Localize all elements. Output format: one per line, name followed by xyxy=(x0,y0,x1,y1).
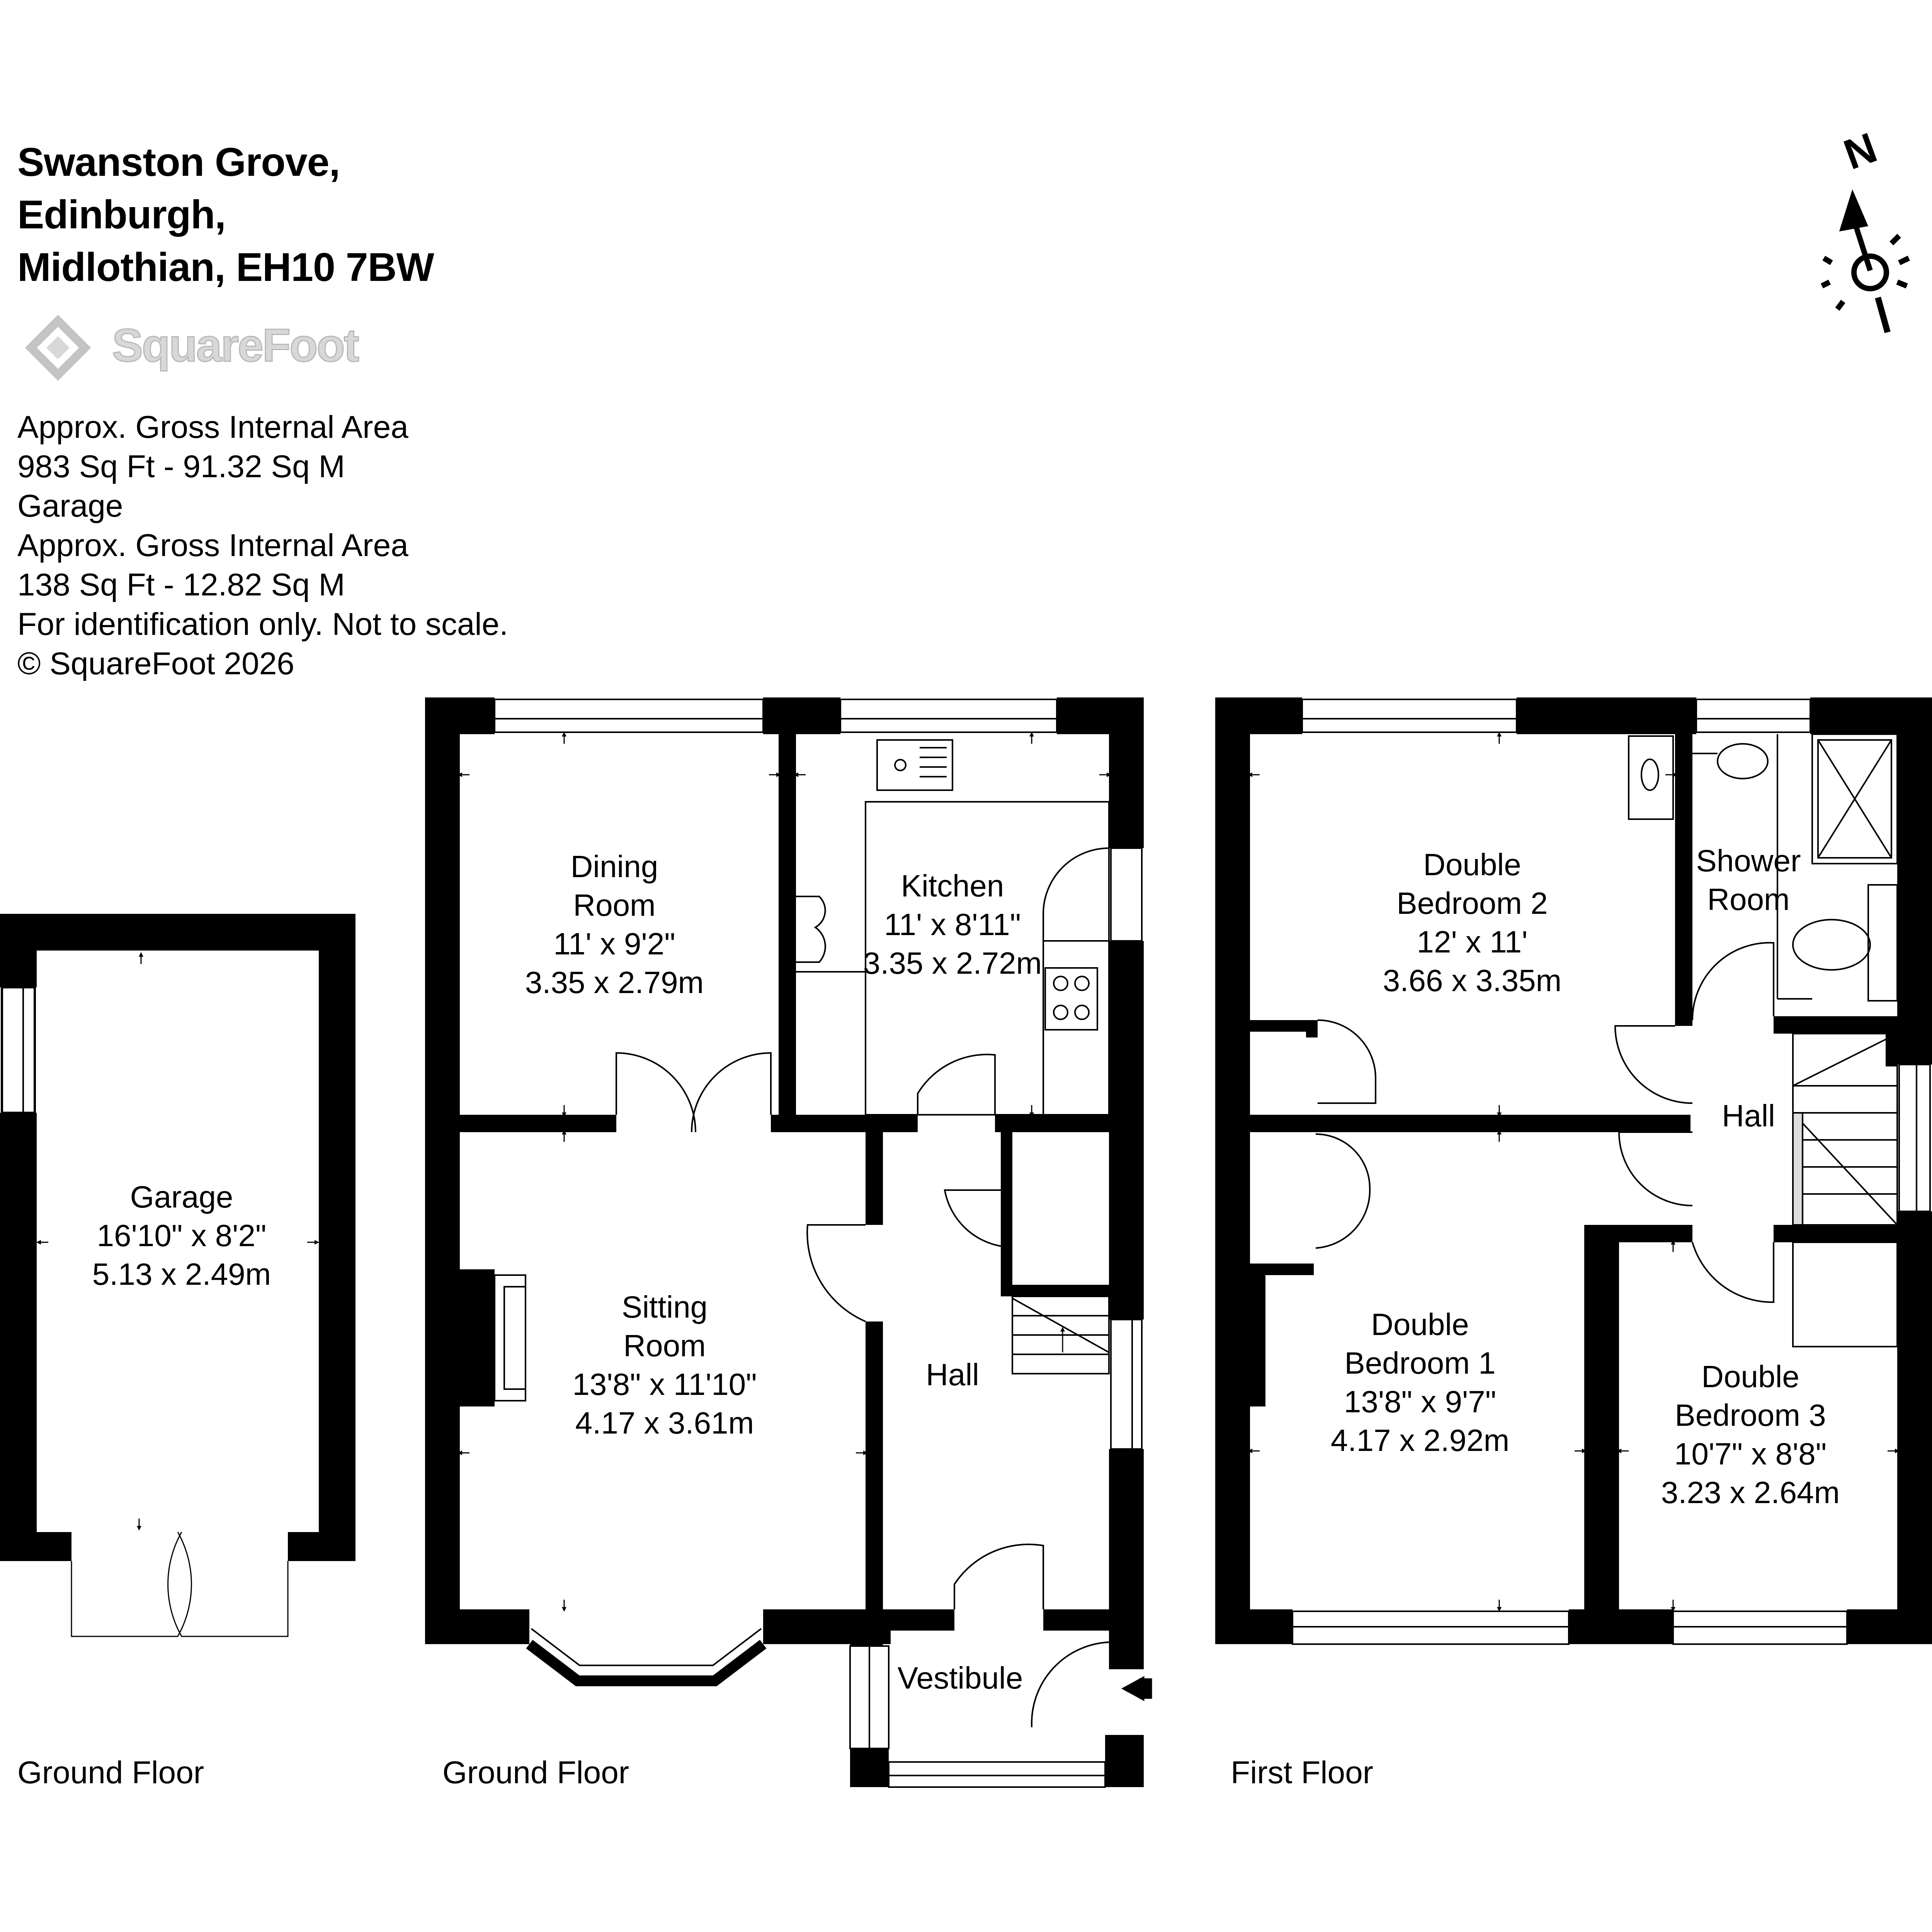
shower-name-2: Room xyxy=(1707,882,1789,917)
bedroom1-metric: 4.17 x 2.92m xyxy=(1331,1423,1510,1458)
kitchen-name: Kitchen xyxy=(901,869,1004,903)
brand-name: SquareFoot xyxy=(112,319,360,372)
info-line-1: Approx. Gross Internal Area xyxy=(17,410,408,445)
compass-letter: N xyxy=(1838,124,1883,179)
info-line-6: For identification only. Not to scale. xyxy=(17,607,509,642)
address-line-1: Swanston Grove, xyxy=(17,140,340,185)
kitchen-imperial: 11' x 8'11" xyxy=(884,907,1021,942)
ground-hall-name: Hall xyxy=(926,1357,979,1392)
sitting-name-2: Room xyxy=(623,1328,706,1363)
floor-label-garage: Ground Floor xyxy=(17,1755,204,1790)
address-line-3: Midlothian, EH10 7BW xyxy=(17,245,434,290)
squarefoot-logo xyxy=(25,315,91,381)
bedroom1-name-2: Bedroom 1 xyxy=(1344,1346,1495,1380)
garage-plan xyxy=(0,914,355,1637)
bedroom2-name-2: Bedroom 2 xyxy=(1396,886,1548,920)
garage-metric: 5.13 x 2.49m xyxy=(92,1257,271,1291)
bedroom3-imperial: 10'7" x 8'8" xyxy=(1674,1437,1827,1471)
bedroom2-name-1: Double xyxy=(1423,847,1521,882)
dining-name-2: Room xyxy=(573,888,655,922)
dining-metric: 3.35 x 2.79m xyxy=(525,965,704,1000)
ground-floor-dimension-ticks xyxy=(457,732,1152,1701)
floor-label-first: First Floor xyxy=(1231,1755,1373,1790)
dining-imperial: 11' x 9'2" xyxy=(553,927,675,961)
shower-name-1: Shower xyxy=(1696,844,1801,878)
dining-name-1: Dining xyxy=(571,849,658,884)
info-line-5: 138 Sq Ft - 12.82 Sq M xyxy=(17,567,345,602)
bedroom2-imperial: 12' x 11' xyxy=(1417,925,1527,959)
vestibule-name: Vestibule xyxy=(898,1661,1023,1695)
first-hall-name: Hall xyxy=(1722,1099,1775,1133)
first-floor-details xyxy=(1292,699,1931,1645)
info-line-3: Garage xyxy=(17,488,123,524)
sitting-metric: 4.17 x 3.61m xyxy=(575,1406,754,1440)
floor-label-ground: Ground Floor xyxy=(442,1755,629,1790)
address-line-2: Edinburgh, xyxy=(17,192,226,237)
bedroom3-name-2: Bedroom 3 xyxy=(1675,1398,1826,1432)
compass-icon: N xyxy=(1820,124,1910,333)
bedroom3-metric: 3.23 x 2.64m xyxy=(1661,1475,1840,1510)
garage-imperial: 16'10" x 8'2" xyxy=(97,1218,267,1253)
bedroom3-name-1: Double xyxy=(1701,1359,1799,1394)
info-line-2: 983 Sq Ft - 91.32 Sq M xyxy=(17,449,345,484)
bedroom2-metric: 3.66 x 3.35m xyxy=(1383,963,1562,998)
garage-name: Garage xyxy=(130,1180,233,1214)
kitchen-metric: 3.35 x 2.72m xyxy=(863,946,1042,980)
first-floor-plan xyxy=(1215,697,1932,1644)
sitting-imperial: 13'8" x 11'10" xyxy=(572,1367,757,1401)
info-line-4: Approx. Gross Internal Area xyxy=(17,528,408,563)
first-floor-dimension-ticks xyxy=(1248,732,1900,1612)
bedroom1-name-1: Double xyxy=(1371,1307,1469,1342)
ground-floor-plan xyxy=(425,697,1144,1787)
ground-floor-details xyxy=(494,699,1143,1788)
info-line-7: © SquareFoot 2026 xyxy=(17,646,294,681)
sitting-name-1: Sitting xyxy=(622,1290,707,1324)
bedroom1-imperial: 13'8" x 9'7" xyxy=(1344,1384,1496,1419)
